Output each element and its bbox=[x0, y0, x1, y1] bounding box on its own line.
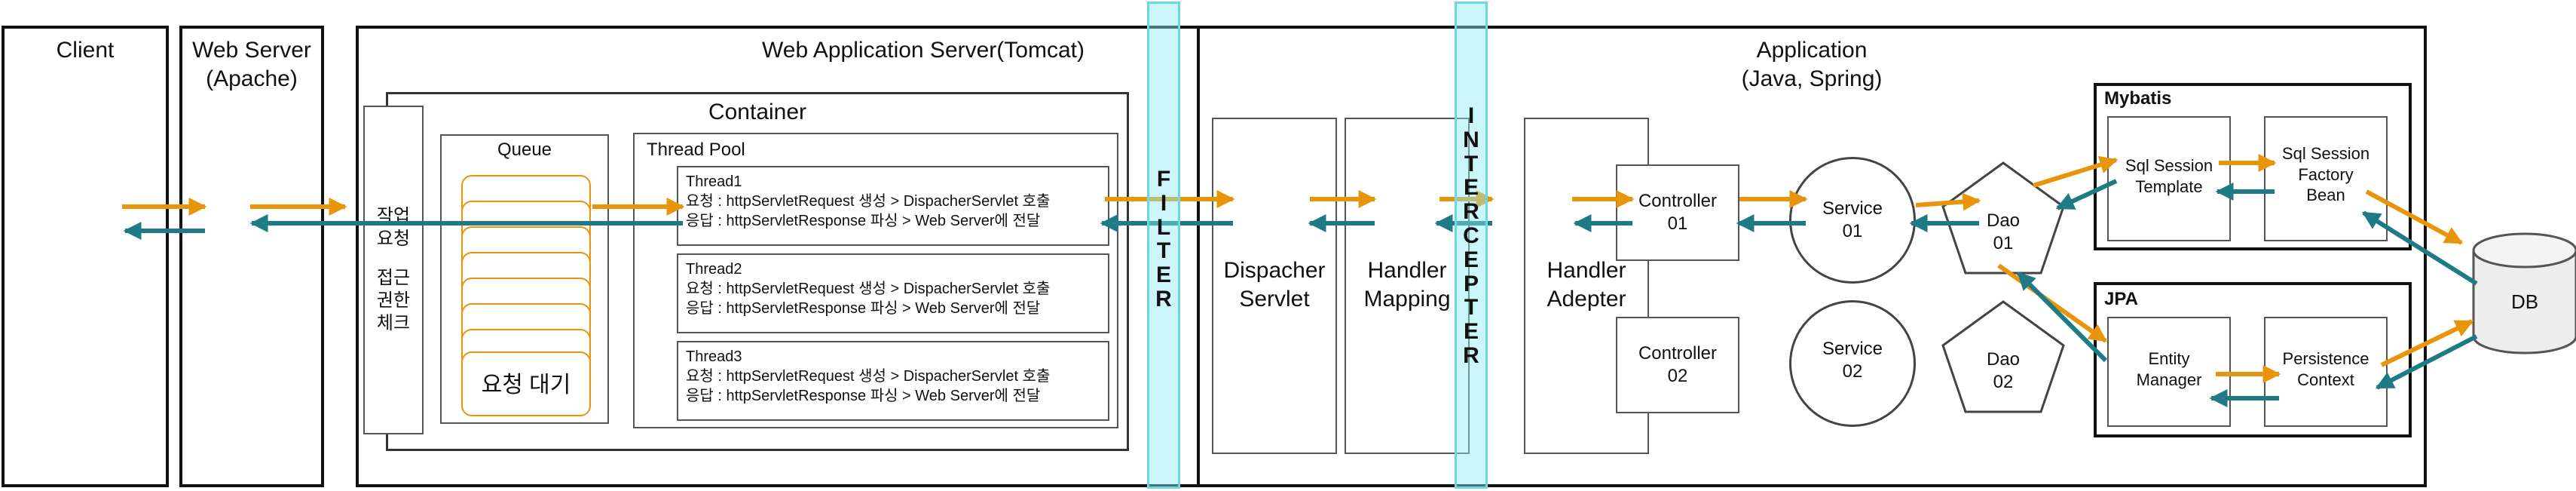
thread-name: Thread1 bbox=[686, 173, 742, 190]
client-column bbox=[2, 26, 169, 487]
service-02-circle bbox=[1789, 300, 1916, 427]
filter-label: F I L T E R bbox=[1155, 167, 1172, 311]
thread-response: 응답 : httpServletResponse 파싱 > Web Server… bbox=[686, 213, 1041, 229]
thread-request: 요청 : httpServletRequest 생성 > DispacherSe… bbox=[686, 368, 1051, 385]
request-arrow bbox=[1915, 192, 1981, 211]
thread-box bbox=[677, 166, 1109, 246]
web-server-label: Web Server (Apache) bbox=[192, 38, 311, 91]
interceptor-label: I N T E R C E P T E R bbox=[1463, 103, 1479, 368]
client-label: Client bbox=[56, 38, 115, 63]
dispatcher-servlet-label: Dispacher Servlet bbox=[1223, 258, 1326, 311]
request-arrow bbox=[2380, 319, 2474, 367]
dispatcher-servlet-box bbox=[1212, 118, 1337, 454]
persistence-context-box bbox=[2264, 317, 2388, 427]
response-arrow bbox=[2055, 179, 2118, 210]
thread-name: Thread3 bbox=[686, 348, 742, 365]
thread-request: 요청 : httpServletRequest 생성 > DispacherSe… bbox=[686, 281, 1051, 297]
interceptor-band bbox=[1455, 2, 1488, 489]
sql-session-template-label: Sql Session Template bbox=[2125, 156, 2213, 196]
response-arrow bbox=[2375, 334, 2478, 390]
was-label: Web Application Server(Tomcat) bbox=[762, 38, 1085, 63]
sql-session-template-box bbox=[2107, 116, 2231, 241]
controller-01-label: Controller 01 bbox=[1638, 191, 1718, 234]
dao-02-pentagon bbox=[1941, 300, 2065, 413]
handler-mapping-label: Handler Mapping bbox=[1363, 258, 1451, 311]
container-title: Container bbox=[708, 100, 807, 124]
access-check-box bbox=[363, 106, 424, 434]
db-label: DB bbox=[2510, 290, 2539, 313]
queue-wait-label: 요청 대기 bbox=[481, 373, 571, 397]
thread-pool-title: Thread Pool bbox=[647, 140, 745, 160]
entity-manager-label: Entity Manager bbox=[2136, 349, 2202, 389]
filter-band bbox=[1147, 2, 1180, 489]
thread-box bbox=[677, 341, 1109, 421]
queue-title: Queue bbox=[497, 140, 552, 160]
dao-01-label: Dao 01 bbox=[1986, 210, 2021, 253]
request-arrow bbox=[2033, 155, 2119, 188]
service-02-label: Service 02 bbox=[1822, 339, 1883, 382]
dao-01-pentagon bbox=[1941, 161, 2065, 275]
thread-name: Thread2 bbox=[686, 261, 742, 278]
dao-02-label: Dao 02 bbox=[1986, 349, 2021, 392]
service-01-label: Service 01 bbox=[1822, 198, 1883, 241]
handler-adapter-label: Handler Adepter bbox=[1547, 258, 1626, 311]
thread-box bbox=[677, 253, 1109, 333]
access-check-label: 접근 권한 체크 bbox=[376, 268, 411, 333]
request-arrow bbox=[2365, 189, 2464, 245]
response-arrow bbox=[2016, 271, 2108, 363]
sql-session-factory-box bbox=[2264, 116, 2388, 241]
db-cylinder bbox=[2472, 232, 2576, 354]
request-arrow bbox=[1997, 263, 2107, 343]
jpa-title: JPA bbox=[2104, 289, 2138, 309]
application-label: Application (Java, Spring) bbox=[1741, 38, 1883, 91]
response-arrow bbox=[2361, 210, 2478, 286]
queue-item-wait bbox=[461, 351, 591, 416]
handler-mapping-box bbox=[1345, 118, 1470, 454]
thread-response: 응답 : httpServletResponse 파싱 > Web Server… bbox=[686, 300, 1041, 317]
mybatis-title: Mybatis bbox=[2104, 88, 2172, 109]
thread-response: 응답 : httpServletResponse 파싱 > Web Server… bbox=[686, 388, 1041, 404]
persistence-context-label: Persistence Context bbox=[2282, 349, 2369, 389]
web-server-column bbox=[179, 26, 324, 487]
controller-02-box bbox=[1616, 317, 1739, 413]
entity-manager-box bbox=[2107, 317, 2231, 427]
controller-02-label: Controller 02 bbox=[1638, 343, 1718, 386]
sql-session-factory-label: Sql Session Factory Bean bbox=[2281, 144, 2370, 204]
controller-01-box bbox=[1616, 164, 1739, 261]
thread-request: 요청 : httpServletRequest 생성 > DispacherSe… bbox=[686, 193, 1051, 210]
